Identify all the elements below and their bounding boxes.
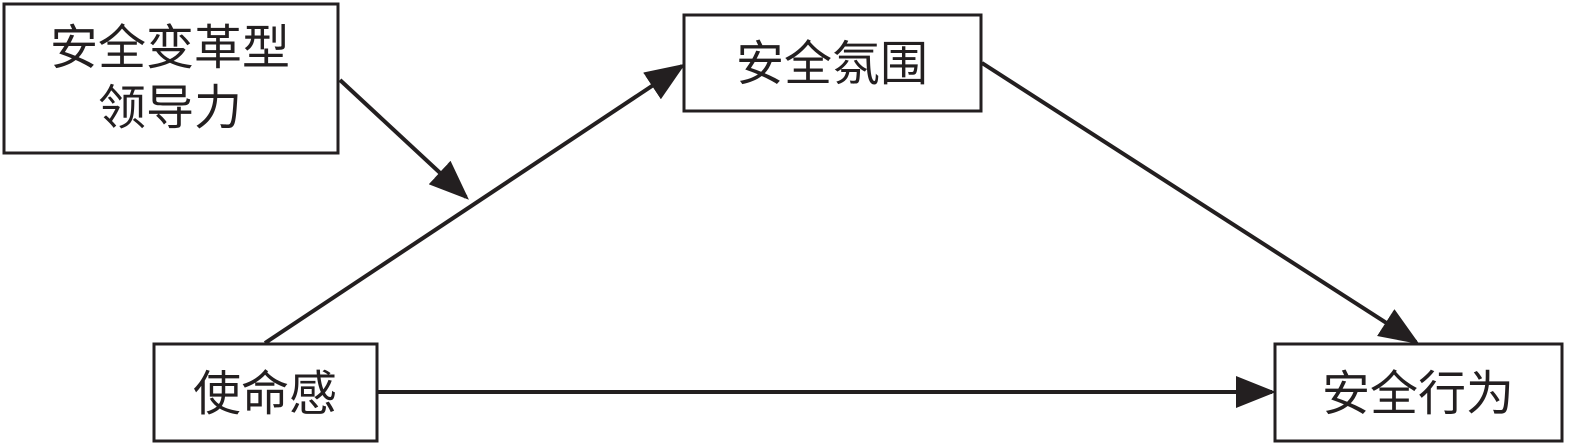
node-behavior: 安全行为 bbox=[1273, 342, 1564, 443]
node-leadership-line1: 安全变革型 bbox=[50, 20, 290, 76]
node-climate: 安全氛围 bbox=[682, 13, 983, 113]
node-mission-label: 使命感 bbox=[193, 366, 337, 422]
node-behavior-label: 安全行为 bbox=[1322, 366, 1514, 422]
arrow-climate-to-behavior bbox=[980, 61, 1420, 345]
arrow-leadership-to-path bbox=[338, 78, 469, 200]
node-mission: 使命感 bbox=[152, 342, 379, 443]
node-leadership-line2: 领导力 bbox=[98, 80, 242, 136]
node-leadership: 安全变革型 领导力 bbox=[2, 2, 340, 155]
node-climate-label: 安全氛围 bbox=[736, 36, 928, 92]
arrow-mission-to-climate bbox=[263, 63, 686, 345]
